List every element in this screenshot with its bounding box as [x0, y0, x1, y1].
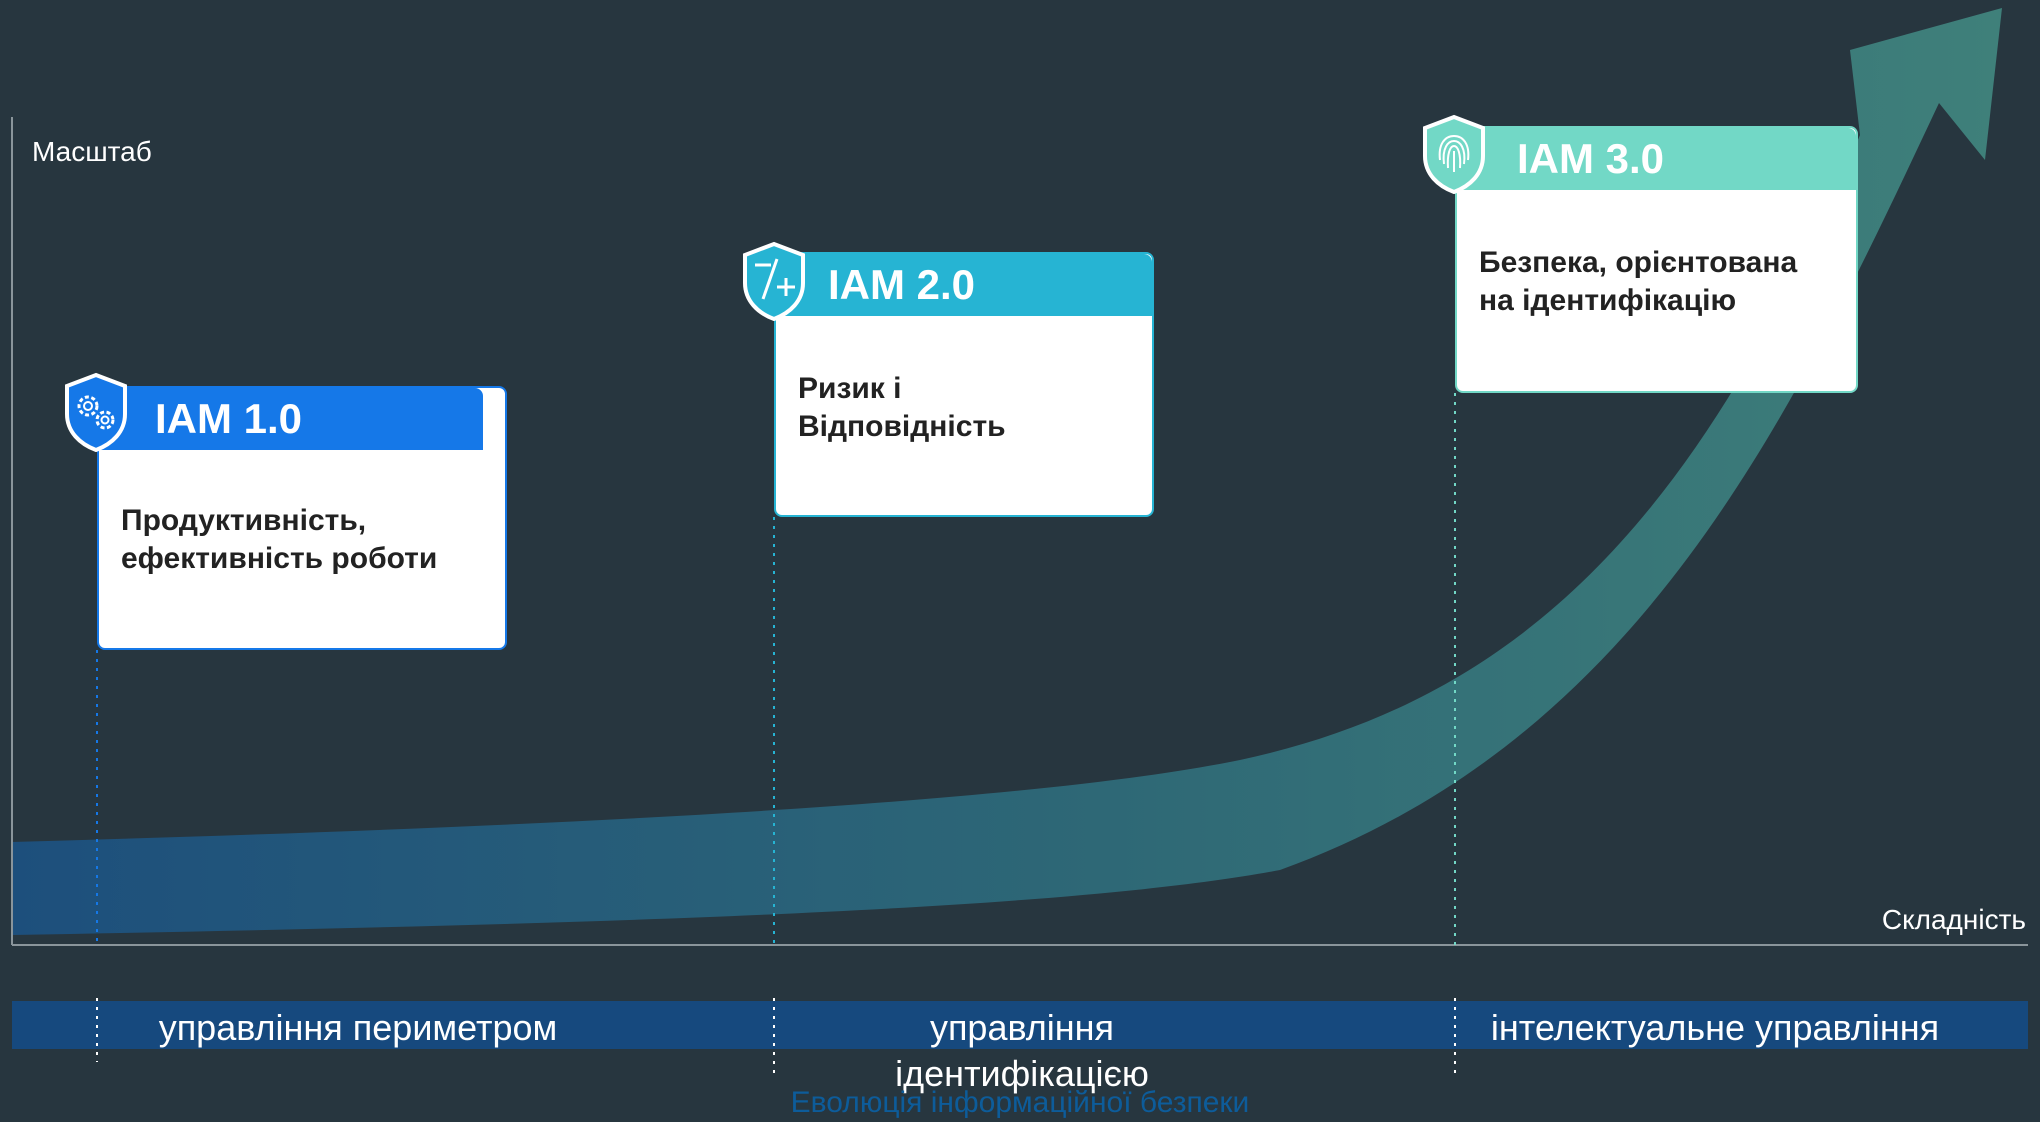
iam3-text: Безпека, орієнтована на ідентифікацію: [1479, 246, 1798, 317]
fingerprint-shield-icon: [1423, 114, 1485, 194]
iam2-title: IAM 2.0: [828, 261, 976, 308]
iam1-card: IAM 1.0 Продуктивність, ефективність роб…: [97, 386, 507, 650]
stage-band: [12, 1001, 2028, 1049]
stage-label-3: інтелектуальне управління: [1490, 1007, 1940, 1048]
x-axis-label: Складність: [1881, 904, 2026, 935]
gears-shield-icon: [65, 372, 127, 452]
y-axis-label: Масштаб: [32, 136, 152, 167]
iam3-title: IAM 3.0: [1517, 135, 1665, 182]
iam3-header: IAM 3.0: [1457, 128, 1856, 190]
stage-label-2: управління ідентифікацією: [895, 1007, 1149, 1094]
growth-arrow: [12, 8, 2002, 935]
stage-label-1: управління периметром: [158, 1007, 558, 1048]
diagram-caption: Еволюція інформаційної безпеки: [790, 1086, 1250, 1119]
iam2-card: IAM 2.0 Ризик і Відповідність: [774, 252, 1154, 517]
iam1-text: Продуктивність, ефективність роботи: [121, 504, 438, 575]
plus-minus-shield-icon: [743, 241, 805, 321]
iam3-card: IAM 3.0 Безпека, орієнтована на ідентифі…: [1455, 126, 1858, 393]
iam1-title: IAM 1.0: [155, 395, 303, 442]
iam2-text: Ризик і Відповідність: [798, 372, 1006, 443]
iam1-header: IAM 1.0: [99, 388, 483, 450]
iam2-header: IAM 2.0: [776, 254, 1152, 316]
